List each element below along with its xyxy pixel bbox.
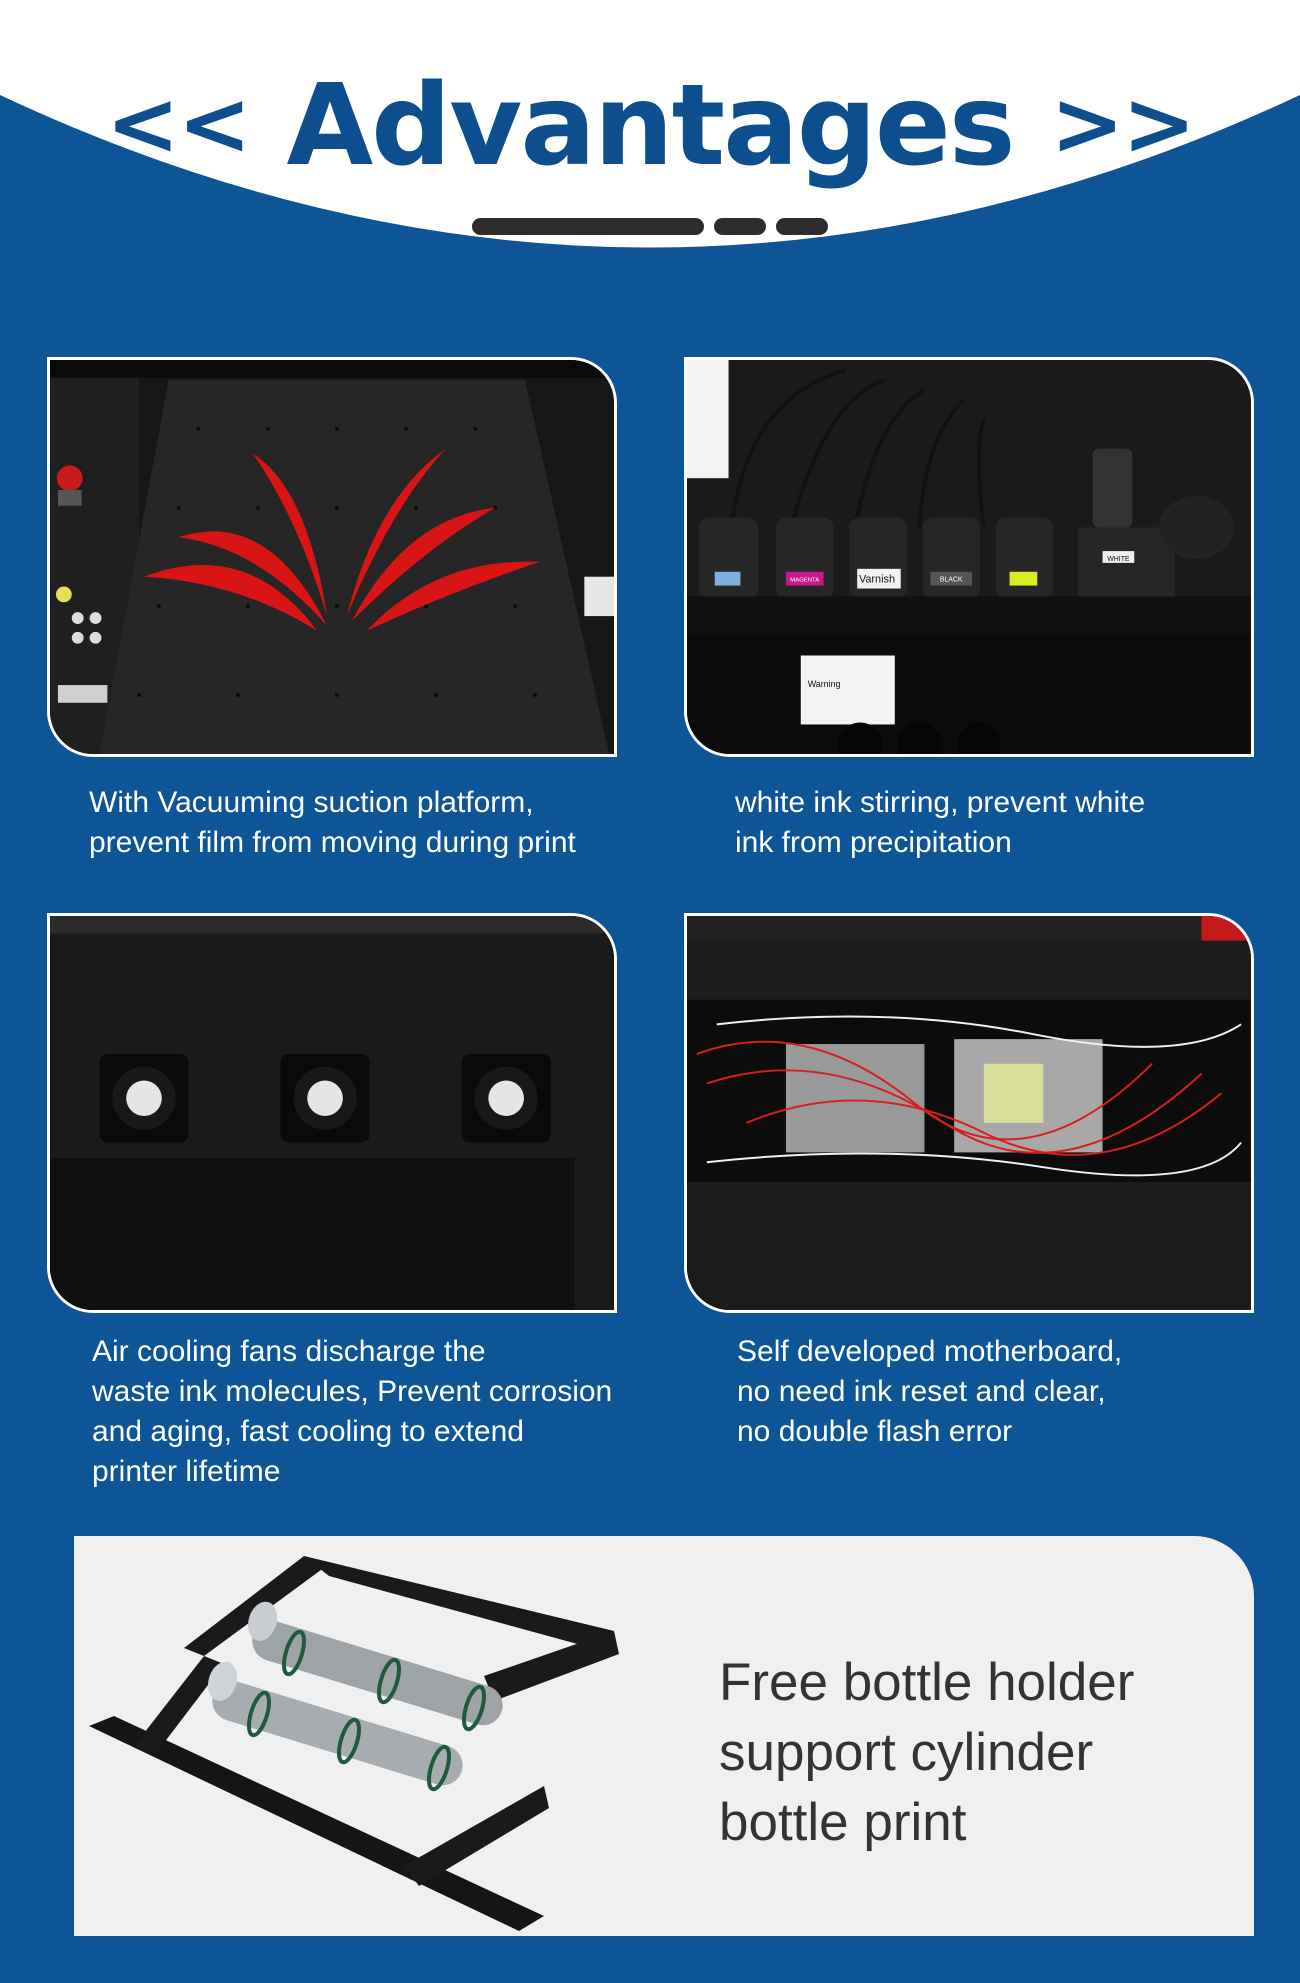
page-title: << Advantages >> bbox=[0, 70, 1300, 182]
feature-3-line-1: Air cooling fans discharge the bbox=[92, 1335, 486, 1368]
bottle-holder-line-2: support cylinder bbox=[719, 1723, 1094, 1782]
feature-caption-4: Self developed motherboard, no need ink … bbox=[737, 1332, 1122, 1452]
bottle-holder-line-1: Free bottle holder bbox=[719, 1653, 1135, 1712]
bottle-label-white: WHITE bbox=[1107, 556, 1130, 563]
bottle-holder-panel bbox=[74, 1536, 1254, 1936]
cooling-fans-photo bbox=[47, 913, 617, 1313]
underline-short-2 bbox=[776, 218, 828, 235]
bottle-label-varnish: Varnish bbox=[859, 574, 895, 586]
feature-3-line-2: waste ink molecules, Prevent corrosion bbox=[92, 1375, 613, 1408]
underline-long bbox=[472, 218, 704, 235]
fans bbox=[99, 1053, 551, 1143]
title-underline bbox=[0, 218, 1300, 238]
bottle-holder-image bbox=[89, 1556, 619, 1931]
feature-3-line-4: printer lifetime bbox=[92, 1455, 281, 1488]
warning-title: Warning bbox=[808, 679, 841, 689]
feature-1-line-2: prevent film from moving during print bbox=[89, 826, 576, 859]
left-chevrons: << bbox=[105, 72, 251, 175]
feature-4-line-1: Self developed motherboard, bbox=[737, 1335, 1123, 1368]
feature-caption-2: white ink stirring, prevent white ink fr… bbox=[735, 783, 1145, 863]
feature-1-line-1: With Vacuuming suction platform, bbox=[89, 786, 534, 819]
roller-1 bbox=[248, 1601, 503, 1726]
bottle-holder-caption: Free bottle holder support cylinder bott… bbox=[719, 1648, 1134, 1858]
feature-caption-1: With Vacuuming suction platform, prevent… bbox=[89, 783, 576, 863]
bottle-holder-line-3: bottle print bbox=[719, 1793, 967, 1852]
feature-2-line-2: ink from precipitation bbox=[735, 826, 1012, 859]
motherboard-photo bbox=[684, 913, 1254, 1313]
feature-2-line-1: white ink stirring, prevent white bbox=[735, 786, 1146, 819]
ink-bottles-photo: Varnish MAGENTA BLACK WHITE Warning bbox=[684, 357, 1254, 757]
roller-2 bbox=[208, 1661, 463, 1786]
underline-short-1 bbox=[714, 218, 766, 235]
feature-4-line-3: no double flash error bbox=[737, 1415, 1013, 1448]
feature-caption-3: Air cooling fans discharge the waste ink… bbox=[92, 1332, 612, 1492]
bottle-label-magenta: MAGENTA bbox=[790, 578, 819, 584]
header-arc bbox=[0, 0, 1300, 290]
right-chevrons: >> bbox=[1050, 72, 1196, 175]
bottle-label-black: BLACK bbox=[940, 577, 963, 584]
feature-3-line-3: and aging, fast cooling to extend bbox=[92, 1415, 524, 1448]
title-text: Advantages bbox=[286, 61, 1015, 191]
vacuum-platform-photo bbox=[47, 357, 617, 757]
feature-4-line-2: no need ink reset and clear, bbox=[737, 1375, 1106, 1408]
